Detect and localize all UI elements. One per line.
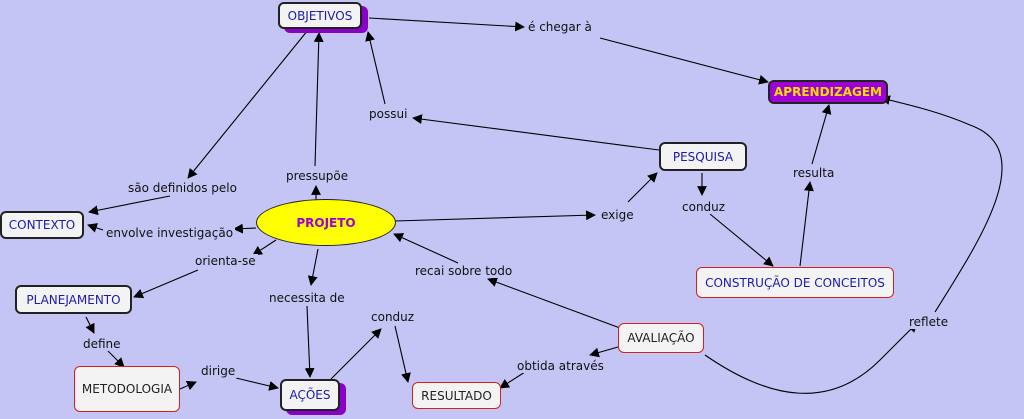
link-label-e-chegar: é chegar à	[526, 20, 594, 34]
node-acoes[interactable]: AÇÕES	[280, 379, 340, 411]
link-label-obtida-atraves: obtida através	[515, 359, 606, 373]
link-label-envolve-investigacao: envolve investigação	[104, 226, 236, 240]
node-planejamento[interactable]: PLANEJAMENTO	[15, 285, 132, 314]
link-label-recai-sobre-todo: recai sobre todo	[413, 264, 515, 278]
node-avaliacao[interactable]: AVALIAÇÃO	[618, 323, 704, 353]
link-label-orienta-se: orienta-se	[193, 254, 258, 268]
node-resultado[interactable]: RESULTADO	[412, 382, 501, 409]
node-metodologia[interactable]: METODOLOGIA	[74, 366, 180, 412]
link-label-dirige: dirige	[199, 364, 238, 378]
node-pesquisa[interactable]: PESQUISA	[659, 142, 747, 171]
link-label-pressupoe: pressupõe	[284, 169, 351, 183]
link-label-define: define	[81, 337, 123, 351]
node-construcao-de-conceitos[interactable]: CONSTRUÇÃO DE CONCEITOS	[696, 267, 894, 298]
link-label-necessita-de: necessita de	[267, 291, 347, 305]
node-objetivos[interactable]: OBJETIVOS	[278, 2, 362, 29]
link-label-conduz-bottom: conduz	[369, 310, 417, 324]
node-contexto[interactable]: CONTEXTO	[0, 211, 84, 239]
link-label-exige: exige	[599, 208, 636, 222]
link-label-sao-definidos-pelo: são definidos pelo	[126, 181, 239, 195]
link-label-resulta: resulta	[791, 166, 837, 180]
link-label-reflete: reflete	[907, 315, 951, 329]
node-aprendizagem[interactable]: APRENDIZAGEM	[768, 80, 888, 104]
link-label-conduz-top: conduz	[680, 200, 728, 214]
node-projeto[interactable]: PROJETO	[256, 199, 396, 246]
link-label-possui: possui	[367, 107, 410, 121]
